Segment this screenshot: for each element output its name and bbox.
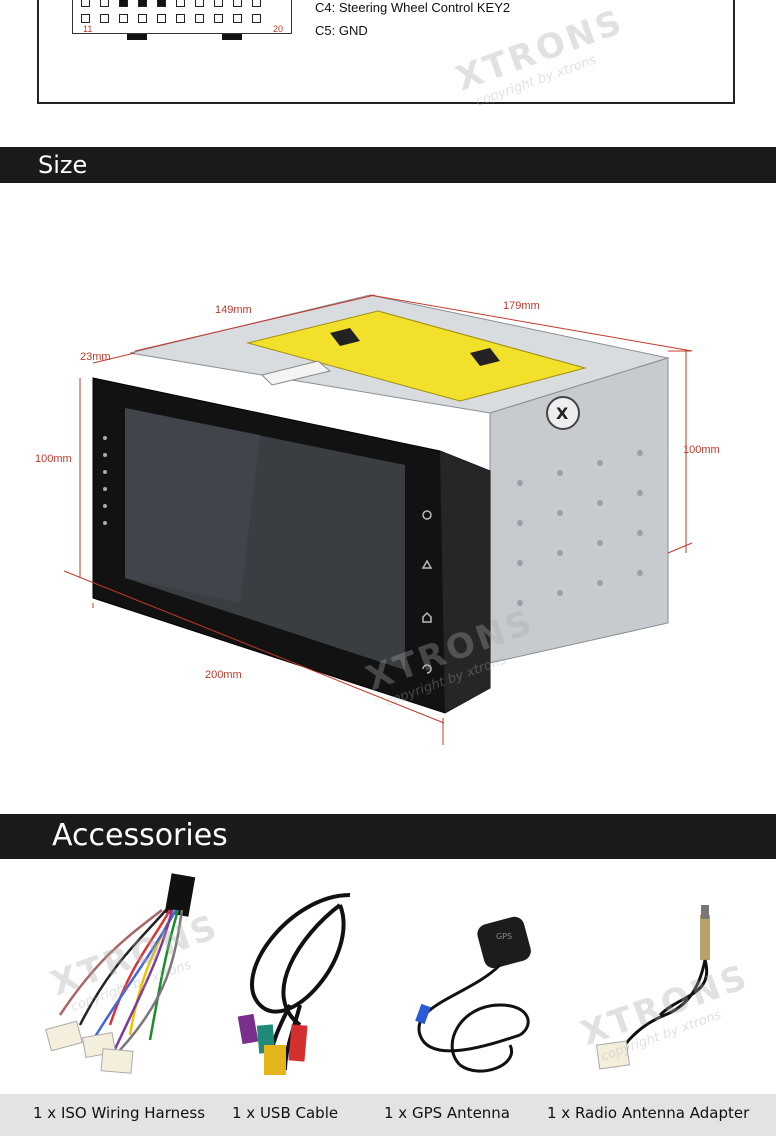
power-icon xyxy=(422,510,432,520)
dimension-200: 200mm xyxy=(205,669,242,681)
pin xyxy=(233,14,242,23)
caption-wiring-harness: 1 x ISO Wiring Harness xyxy=(33,1104,206,1122)
pin-number-end: 20 xyxy=(273,24,284,34)
chassis: X xyxy=(129,294,670,664)
pin xyxy=(138,14,147,23)
pin xyxy=(100,14,109,23)
dimension-lines xyxy=(63,294,693,745)
back-icon xyxy=(422,664,432,674)
dimension-100-right: 100mm xyxy=(683,444,720,456)
connector-key xyxy=(127,34,147,40)
accessories-caption-bar xyxy=(0,1094,776,1136)
pin xyxy=(100,0,109,7)
pin xyxy=(252,0,261,7)
home-icon xyxy=(422,611,432,623)
eject-icon xyxy=(421,559,433,569)
svg-text:GPS: GPS xyxy=(496,932,512,941)
accessories-section-header: Accessories xyxy=(0,814,776,859)
wiring-harness-icon xyxy=(45,873,196,1074)
pin xyxy=(157,0,166,7)
pin xyxy=(119,0,128,7)
xtrons-badge-icon xyxy=(546,396,580,430)
pin xyxy=(176,14,185,23)
caption-gps-antenna: 1 x GPS Antenna xyxy=(384,1104,510,1122)
dimension-149: 149mm xyxy=(215,304,252,316)
pin xyxy=(214,14,223,23)
dimension-23: 23mm xyxy=(80,351,111,363)
accessories-title: Accessories xyxy=(52,818,228,853)
svg-text:X: X xyxy=(556,404,569,423)
usb-cable-icon xyxy=(237,893,351,1075)
pin xyxy=(176,0,185,7)
pin-label-c4: C4: Steering Wheel Control KEY2 xyxy=(315,0,511,15)
pin xyxy=(119,14,128,23)
gps-antenna-icon: GPS xyxy=(415,916,531,1073)
pin xyxy=(81,14,90,23)
pin xyxy=(214,0,223,7)
size-title: Size xyxy=(38,151,88,179)
connector-diagram: 11 20 xyxy=(72,0,292,34)
pin-number-start: 11 xyxy=(83,24,93,34)
caption-usb-cable: 1 x USB Cable xyxy=(232,1104,339,1122)
pin xyxy=(81,0,90,7)
pin xyxy=(157,14,166,23)
dimension-179: 179mm xyxy=(503,300,540,312)
pin-label-c5: C5: GND xyxy=(315,23,368,38)
pin xyxy=(252,14,261,23)
pin xyxy=(138,0,147,7)
pin xyxy=(195,14,204,23)
radio-antenna-adapter-icon xyxy=(595,905,710,1070)
connector-key xyxy=(222,34,242,40)
pin xyxy=(233,0,242,7)
size-section-header: Size xyxy=(0,147,776,183)
device-front-panel xyxy=(92,377,491,714)
pin xyxy=(195,0,204,7)
product-dimension-drawing: X 149mm 179mm 23mm 100mm 100mm xyxy=(35,294,720,745)
pin-diagram-panel: 11 20 C4: Steering Wheel Control KEY2 C5… xyxy=(37,0,735,104)
dimension-100-left: 100mm xyxy=(35,453,72,465)
caption-radio-antenna-adapter: 1 x Radio Antenna Adapter xyxy=(547,1104,750,1122)
